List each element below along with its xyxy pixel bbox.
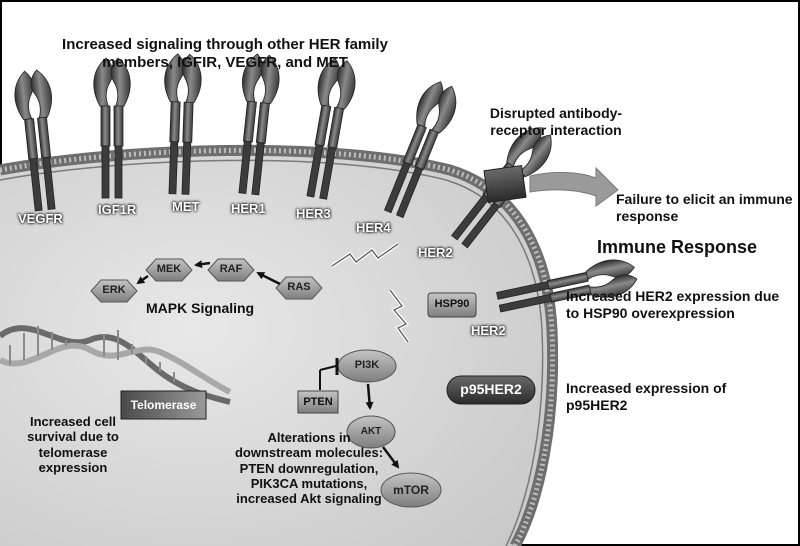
telomerase-label: Telomerase bbox=[130, 398, 197, 412]
hsp90-box-shape bbox=[427, 292, 477, 318]
p95her2-expression-label: Increased expression of p95HER2 bbox=[566, 380, 727, 413]
cell-survival-label: Increased cell survival due to telomeras… bbox=[27, 414, 119, 475]
ras-node-label: RAS bbox=[287, 281, 311, 293]
erk-node-label: ERK bbox=[102, 284, 126, 296]
hsp90-overexpression-label: Increased HER2 expression due to HSP90 o… bbox=[566, 288, 780, 321]
mtor-label: mTOR bbox=[393, 483, 429, 497]
ras-node-shape bbox=[275, 276, 323, 300]
erk-node-shape bbox=[90, 279, 138, 303]
receptor-label-met: MET bbox=[172, 199, 200, 214]
receptor-label-her4: HER4 bbox=[356, 220, 391, 235]
pten-label: PTEN bbox=[303, 396, 333, 408]
receptor-label-vegfr: VEGFR bbox=[18, 211, 63, 226]
failure-arrow-icon bbox=[529, 166, 619, 207]
lightning-bolt-outline-2 bbox=[389, 289, 409, 343]
receptor-label-her2-lower: HER2 bbox=[471, 323, 506, 338]
pi3k-label: PI3K bbox=[354, 359, 380, 371]
failure-immune-label: Failure to elicit an immune response bbox=[616, 191, 793, 224]
mek-node-shape bbox=[145, 258, 193, 282]
arrow-raf-mek bbox=[194, 260, 211, 269]
top-signaling-label: Increased signaling through other HER fa… bbox=[62, 36, 388, 71]
akt-label: AKT bbox=[360, 426, 382, 437]
cell-body bbox=[0, 150, 553, 546]
arrow-mek-erk bbox=[136, 274, 149, 285]
telomerase-box-shape bbox=[120, 390, 207, 420]
lightning-bolt-outline bbox=[331, 243, 399, 267]
raf-node-shape bbox=[207, 258, 255, 282]
p95her2-capsule-shape bbox=[446, 375, 536, 405]
receptor-label-her3: HER3 bbox=[296, 206, 331, 221]
receptor-label-her2: HER2 bbox=[418, 245, 453, 260]
immune-response-heading: Immune Response bbox=[597, 237, 758, 257]
hsp90-label: HSP90 bbox=[434, 298, 470, 310]
akt-node-shape bbox=[346, 415, 396, 449]
arrow-ras-raf bbox=[256, 271, 281, 286]
disrupted-interaction-label: Disrupted antibody-receptor interaction bbox=[489, 105, 623, 138]
alterations-downstream-label: Alterations in downstream molecules: PTE… bbox=[234, 430, 384, 507]
dna-helix-icon bbox=[0, 325, 232, 405]
pten-inhibit-bar-link bbox=[319, 365, 337, 371]
mek-node-label: MEK bbox=[156, 263, 182, 275]
p95her2-label: p95HER2 bbox=[460, 381, 522, 397]
antibody-block-icon bbox=[483, 164, 527, 204]
arrow-pi3k-akt bbox=[365, 383, 374, 410]
raf-node-label: RAF bbox=[219, 263, 243, 275]
mtor-node-shape bbox=[380, 472, 442, 508]
receptor-label-igf1r: IGF1R bbox=[98, 202, 137, 217]
pten-box-shape bbox=[297, 390, 339, 414]
receptor-label-her1: HER1 bbox=[231, 201, 266, 216]
mapk-signaling-label: MAPK Signaling bbox=[146, 300, 255, 316]
arrow-akt-mtor bbox=[382, 446, 400, 469]
